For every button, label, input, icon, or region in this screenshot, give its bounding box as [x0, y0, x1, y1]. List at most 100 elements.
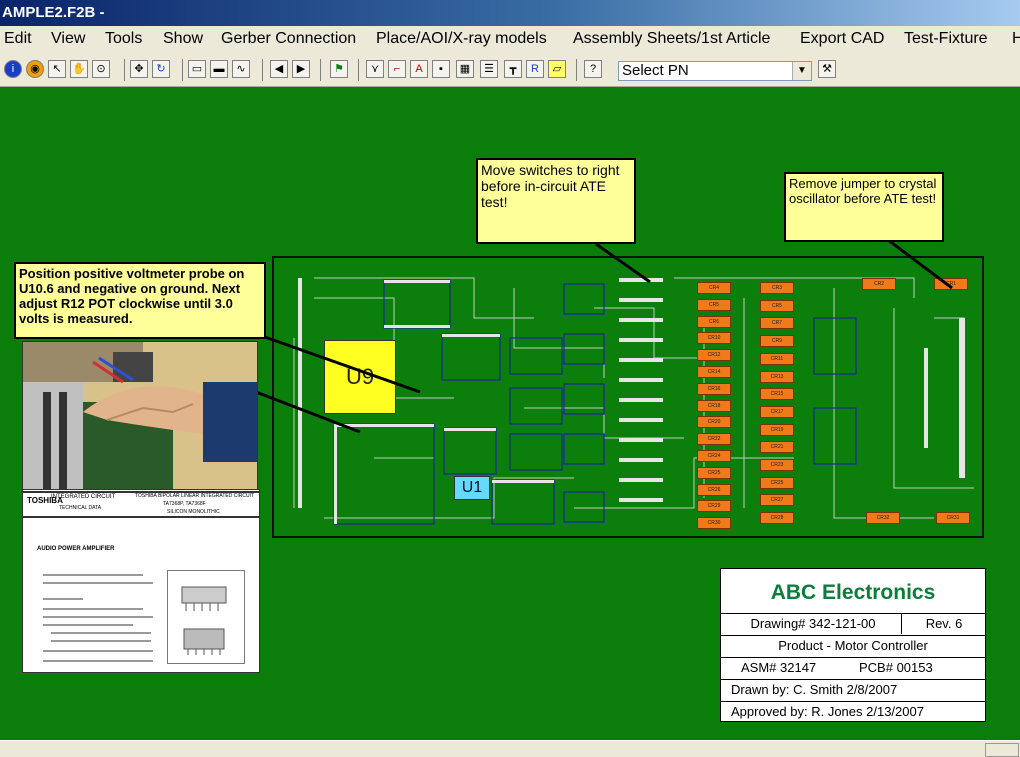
asm-number: ASM# 32147 [741, 660, 817, 675]
flag-icon[interactable]: ⚑ [330, 60, 348, 78]
resistor-cr15[interactable]: CR15 [760, 388, 794, 401]
pcb-traces [293, 277, 974, 525]
menu-edit[interactable]: Edit [4, 30, 32, 47]
grid-icon[interactable]: ▦ [456, 60, 474, 78]
resistor-cr32[interactable]: CR32 [866, 512, 900, 524]
menu-view[interactable]: View [51, 30, 86, 47]
help-icon[interactable]: ? [584, 60, 602, 78]
resistor-cr25[interactable]: CR25 [697, 466, 731, 479]
target-icon[interactable]: ◉ [26, 60, 44, 78]
refresh-icon[interactable]: ↻ [152, 60, 170, 78]
resistor-cr23[interactable]: CR23 [760, 459, 794, 471]
drawing-number: Drawing# 342-121-00 [750, 616, 876, 631]
resistor-cr27[interactable]: CR27 [760, 494, 794, 507]
resistor-cr13[interactable]: CR13 [760, 370, 794, 383]
resistor-cr10[interactable]: CR10 [697, 332, 731, 345]
ref-icon[interactable]: R [526, 60, 544, 78]
probe-photo-image [23, 342, 257, 492]
resistor-cr22[interactable]: CR22 [697, 433, 731, 446]
select-icon[interactable]: ⊙ [92, 60, 110, 78]
hammer-icon[interactable]: ⚒ [818, 60, 836, 78]
datasheet-rule [23, 516, 259, 518]
datasheet-text-line [43, 574, 143, 576]
info-icon[interactable]: i [4, 60, 22, 78]
chevron-down-icon[interactable]: ▼ [792, 62, 811, 80]
resistor-cr16[interactable]: CR16 [697, 382, 731, 395]
ic-package-icon [181, 586, 227, 655]
resistor-cr14[interactable]: CR14 [697, 366, 731, 378]
resistor-cr21[interactable]: CR21 [760, 441, 794, 454]
waveform-icon[interactable]: ∿ [232, 60, 250, 78]
resistor-cr18[interactable]: CR18 [697, 399, 731, 412]
resistor-cr5[interactable]: CR5 [760, 299, 794, 312]
forward-icon[interactable]: ▶ [292, 60, 310, 78]
select-pn-dropdown[interactable]: Select PN ▼ [618, 61, 812, 81]
voltmeter-note[interactable]: Position positive voltmeter probe on U10… [14, 262, 266, 339]
hand-icon[interactable]: ✋ [70, 60, 88, 78]
resistor-cr20[interactable]: CR20 [697, 416, 731, 429]
toolbar: i ◉ ↖ ✋ ⊙ ✥ ↻ ▭ ▬ ∿ ◀ ▶ ⚑ ⋎ ⌐ A ▪ ▦ ☰ ┳ … [0, 56, 1020, 87]
datasheet-brand: TOSHIBA [27, 496, 63, 505]
resistor-cr17[interactable]: CR17 [760, 405, 794, 418]
product-name: Product - Motor Controller [721, 635, 985, 656]
revision: Rev. 6 [901, 614, 986, 634]
datasheet-thumbnail[interactable]: TOSHIBA INTEGRATED CIRCUIT TECHNICAL DAT… [22, 489, 260, 673]
marker-icon[interactable]: ⌐ [388, 60, 406, 78]
switches-note[interactable]: Move switches to right before in-circuit… [476, 158, 636, 244]
probe-photo[interactable] [22, 341, 258, 493]
resistor-cr26[interactable]: CR26 [697, 483, 731, 496]
pointer-icon[interactable]: ↖ [48, 60, 66, 78]
datasheet-package-diagram [167, 570, 245, 664]
component-pair-icon[interactable]: ▪ [432, 60, 450, 78]
component-u9[interactable]: U9 [324, 340, 396, 414]
menu-place-aoi-xray[interactable]: Place/AOI/X-ray models [376, 30, 547, 47]
net-icon[interactable]: ⋎ [366, 60, 384, 78]
component-icon[interactable]: ▭ [188, 60, 206, 78]
resistor-cr6[interactable]: CR6 [697, 315, 731, 328]
probe-icon[interactable]: ┳ [504, 60, 522, 78]
datasheet-part: TA7368P, TA7368F [163, 501, 206, 507]
resistor-cr25[interactable]: CR25 [760, 476, 794, 489]
resistor-cr28[interactable]: CR28 [760, 512, 794, 525]
datasheet-text-line [51, 640, 151, 642]
resistor-cr3[interactable]: CR3 [760, 282, 794, 294]
menu-export-cad[interactable]: Export CAD [800, 30, 885, 47]
move-icon[interactable]: ✥ [130, 60, 148, 78]
resistor-cr11[interactable]: CR11 [760, 352, 794, 365]
jumper-note[interactable]: Remove jumper to crystal oscillator befo… [784, 172, 944, 242]
resistor-cr4[interactable]: CR4 [697, 282, 731, 294]
menu-bar: Edit View Tools Show Gerber Connection P… [0, 26, 1020, 56]
resistor-cr7[interactable]: CR7 [760, 317, 794, 330]
resistor-cr24[interactable]: CR24 [697, 450, 731, 462]
status-bar [0, 740, 1020, 757]
datasheet-text-line [43, 582, 153, 584]
resistor-cr12[interactable]: CR12 [697, 349, 731, 362]
menu-gerber-connection[interactable]: Gerber Connection [221, 30, 357, 47]
resistor-cr29[interactable]: CR29 [697, 500, 731, 513]
pin-icon[interactable]: A [410, 60, 428, 78]
resistor-cr5[interactable]: CR5 [697, 298, 731, 311]
resistor-cr2[interactable]: CR2 [862, 278, 896, 290]
toolbar-separator [320, 59, 321, 81]
approved-by: Approved by: R. Jones 2/13/2007 [721, 701, 985, 721]
menu-tools[interactable]: Tools [105, 30, 143, 47]
menu-help[interactable]: H [1012, 30, 1020, 47]
resistor-cr30[interactable]: CR30 [697, 517, 731, 530]
datasheet-title: AUDIO POWER AMPLIFIER [37, 546, 115, 552]
component-u1[interactable]: U1 [454, 476, 490, 500]
datasheet-text-line [43, 650, 153, 652]
back-icon[interactable]: ◀ [270, 60, 288, 78]
datasheet-header-sub: TECHNICAL DATA [59, 505, 102, 511]
list-icon[interactable]: ☰ [480, 60, 498, 78]
menu-assembly-sheets[interactable]: Assembly Sheets/1st Article [573, 30, 771, 47]
resistor-cr31[interactable]: CR31 [936, 512, 970, 524]
title-block: ABC Electronics Drawing# 342-121-00 Rev.… [720, 568, 986, 722]
resistor-cr1[interactable]: CR1 [934, 278, 968, 290]
resistor-cr19[interactable]: CR19 [760, 423, 794, 436]
component-bar-icon[interactable]: ▬ [210, 60, 228, 78]
title-block-asm-row: ASM# 32147 PCB# 00153 [721, 657, 985, 678]
menu-show[interactable]: Show [163, 30, 204, 47]
menu-test-fixture[interactable]: Test-Fixture [904, 30, 988, 47]
resistor-cr9[interactable]: CR9 [760, 335, 794, 348]
note-icon[interactable]: ▱ [548, 60, 566, 78]
